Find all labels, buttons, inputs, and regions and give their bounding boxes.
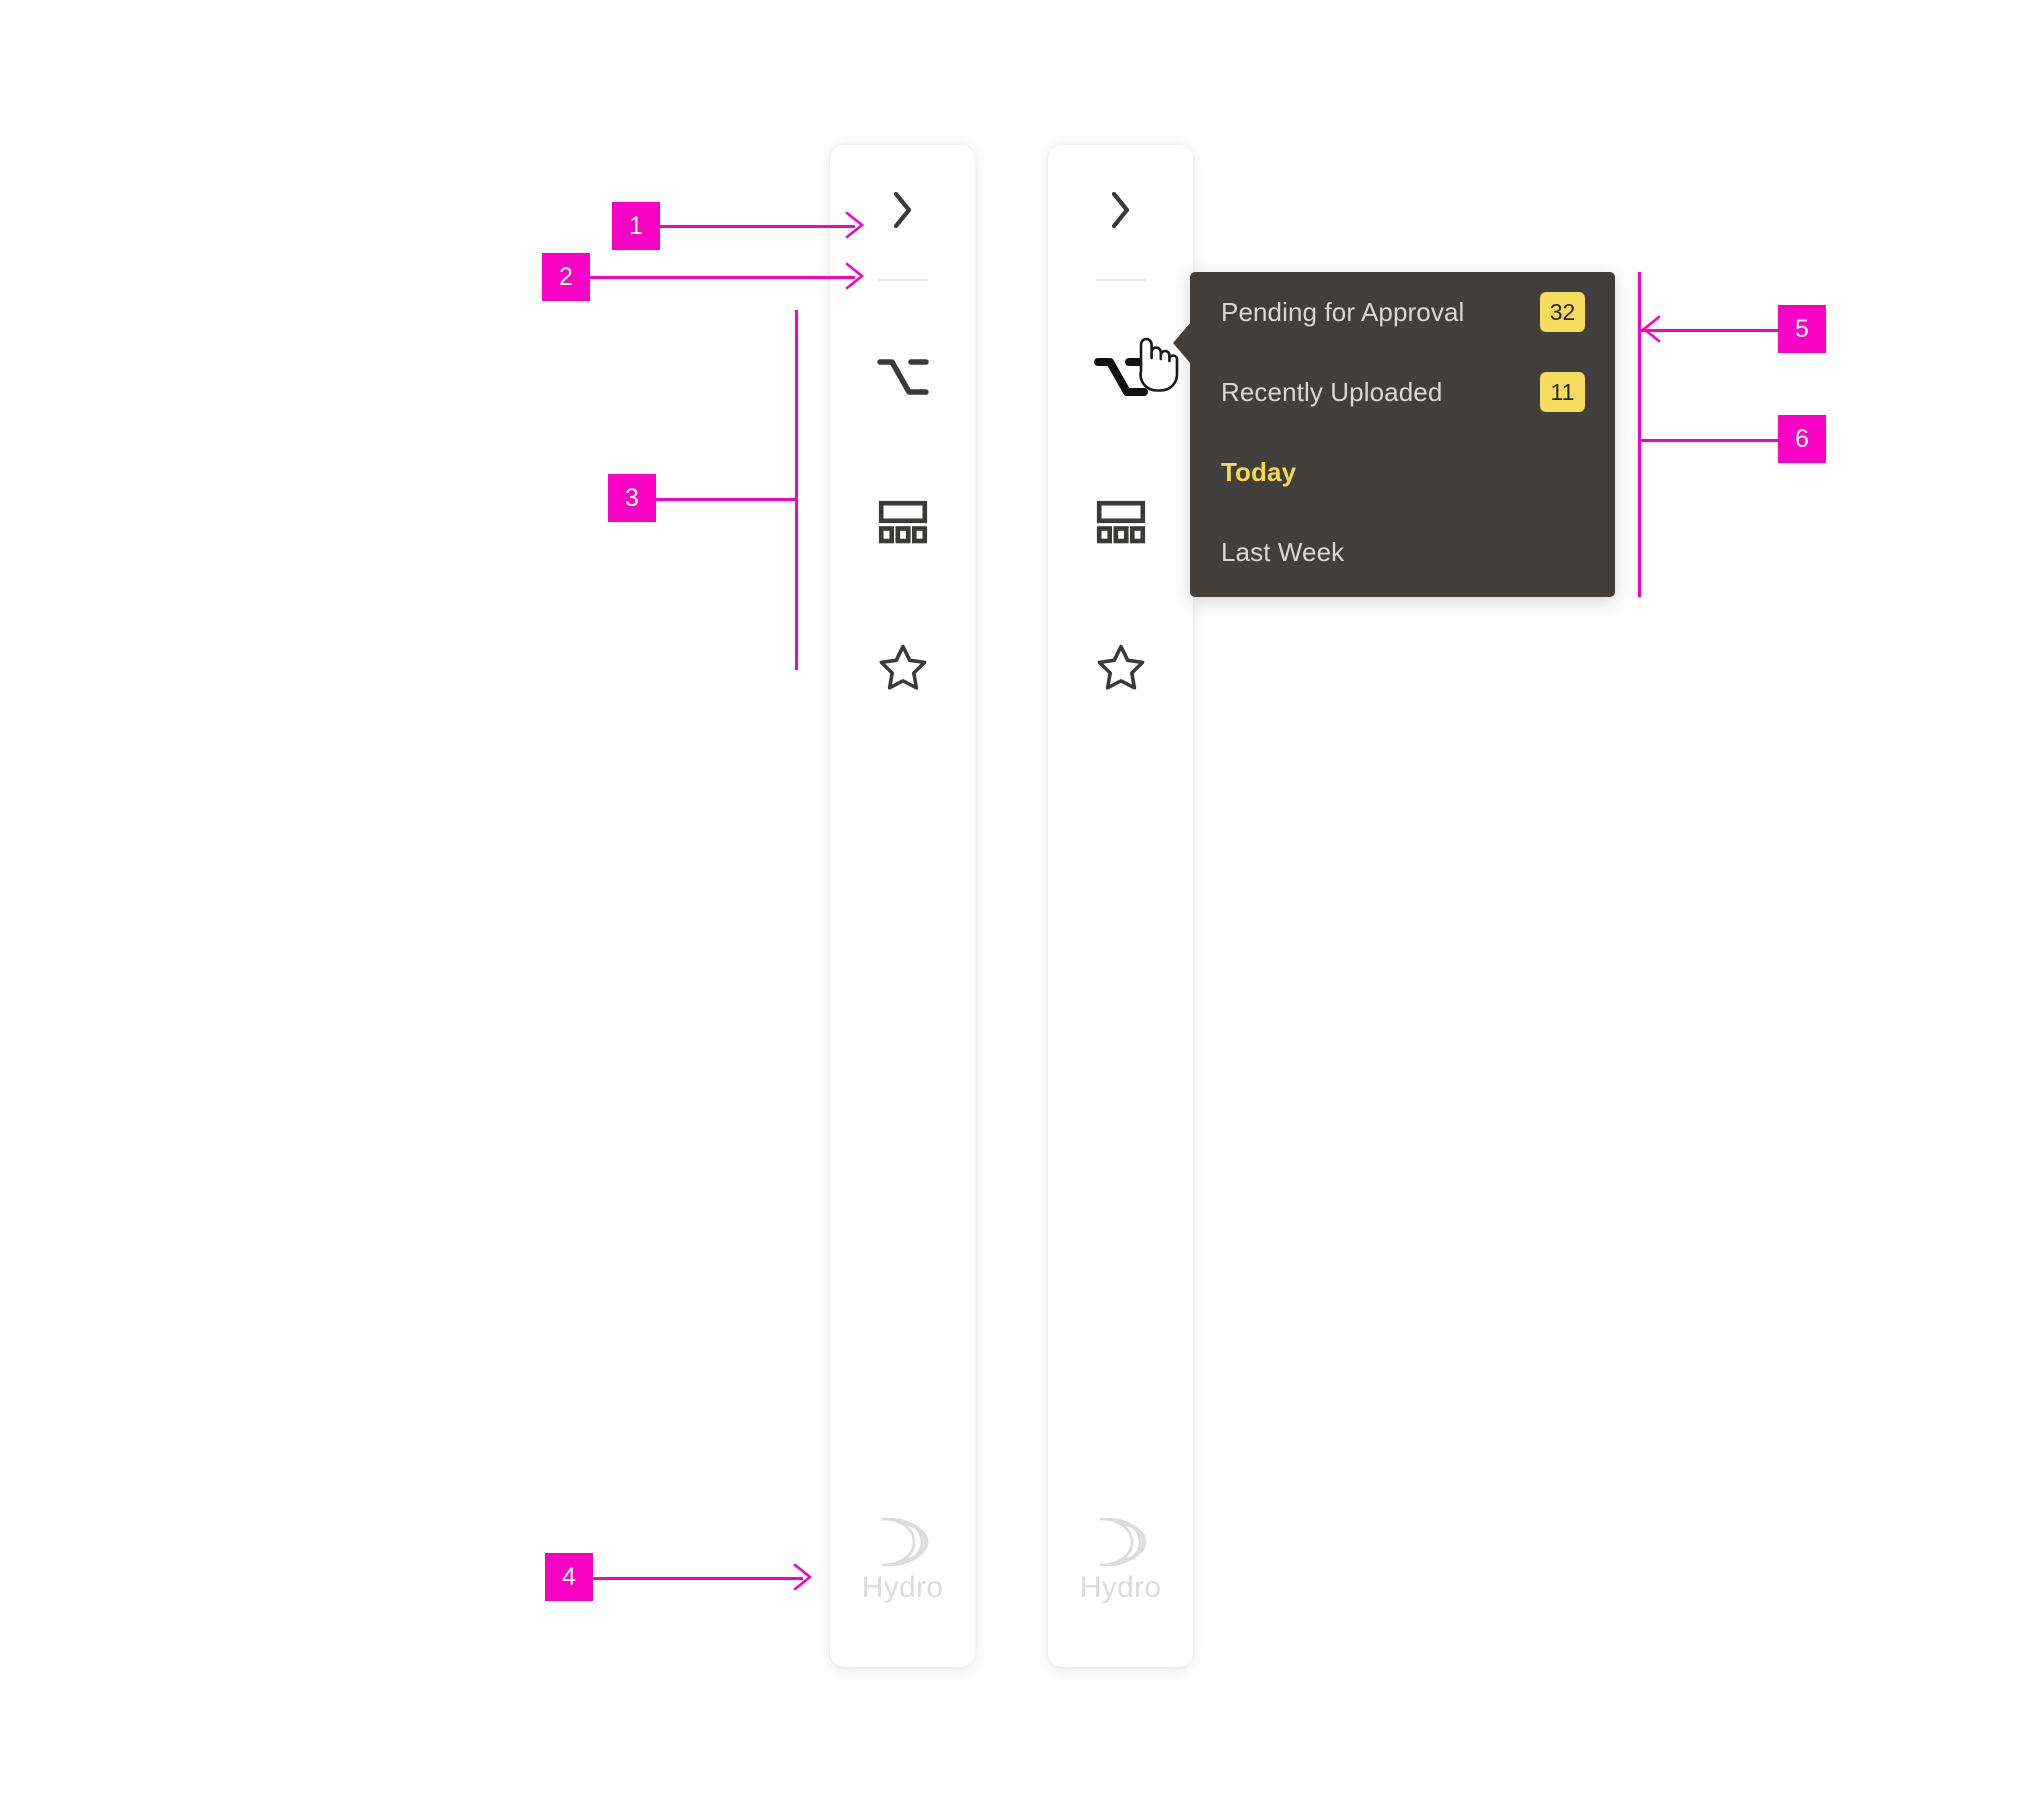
annotation-leader-line-5	[1640, 329, 1778, 332]
flyout-item-last-week[interactable]: Last Week	[1190, 526, 1615, 578]
annotation-marker-5: 5	[1778, 305, 1826, 353]
flyout-item-badge: 32	[1540, 292, 1585, 332]
flyout-item-pending-for-approval[interactable]: Pending for Approval 32	[1190, 286, 1615, 338]
annotation-arrowhead-1	[845, 211, 865, 239]
sidebar-logo-active: Hydro	[1048, 1516, 1193, 1605]
flyout-pointer-notch	[1173, 322, 1191, 364]
annotation-marker-label: 6	[1795, 424, 1809, 453]
flyout-item-badge: 11	[1540, 372, 1585, 412]
annotation-marker-label: 4	[562, 1562, 576, 1591]
annotation-marker-label: 2	[559, 262, 573, 291]
annotation-marker-label: 5	[1795, 314, 1809, 343]
annotation-leader-line-6	[1640, 439, 1778, 442]
annotation-marker-2: 2	[542, 253, 590, 301]
hydro-wave-icon	[1099, 1517, 1146, 1567]
flyout-item-label: Last Week	[1221, 536, 1345, 567]
star-outline-icon	[879, 644, 926, 690]
chevron-right-icon	[1111, 191, 1129, 229]
sidebar-divider	[878, 279, 928, 281]
annotation-leader-line-2	[590, 276, 855, 279]
annotation-leader-line-3	[656, 498, 796, 501]
sidebar-item-favorites-active[interactable]	[1048, 620, 1193, 712]
sidebar-logo-text: Hydro	[861, 1571, 944, 1604]
sidebar-with-flyout: Hydro	[1048, 145, 1193, 1667]
flyout-item-label: Recently Uploaded	[1221, 376, 1443, 407]
sidebar-divider-active	[1096, 279, 1146, 281]
dashboard-icon	[1096, 500, 1145, 544]
flyout-item-label: Today	[1221, 456, 1297, 487]
annotation-marker-label: 3	[625, 483, 639, 512]
annotation-marker-4: 4	[545, 1553, 593, 1601]
hydro-wave-icon	[881, 1517, 928, 1567]
annotation-bracket-6	[1638, 272, 1641, 597]
annotation-arrowhead-4	[793, 1563, 813, 1591]
sidebar-item-dashboard[interactable]	[830, 476, 975, 568]
sidebar-collapsed: Hydro	[830, 145, 975, 1667]
sidebar-collapse-toggle-button-active[interactable]	[1048, 173, 1193, 247]
option-key-icon	[1093, 358, 1148, 396]
sidebar-logo-text: Hydro	[1079, 1571, 1162, 1604]
sidebar-item-favorites[interactable]	[830, 620, 975, 712]
flyout-item-recently-uploaded[interactable]: Recently Uploaded 11	[1190, 366, 1615, 418]
star-outline-icon	[1097, 644, 1144, 690]
sidebar-collapse-toggle-button[interactable]	[830, 173, 975, 247]
annotation-marker-6: 6	[1778, 415, 1826, 463]
sidebar-item-option[interactable]	[830, 331, 975, 423]
sidebar-item-dashboard-active[interactable]	[1048, 476, 1193, 568]
chevron-right-icon	[893, 191, 911, 229]
annotation-arrowhead-5	[1641, 315, 1661, 343]
annotation-marker-1: 1	[612, 202, 660, 250]
annotation-leader-line-1	[660, 225, 855, 228]
dashboard-icon	[878, 500, 927, 544]
annotation-arrowhead-2	[845, 262, 865, 290]
annotation-bracket-3	[795, 310, 798, 670]
flyout-item-label: Pending for Approval	[1221, 296, 1465, 327]
flyout-item-today[interactable]: Today	[1190, 446, 1615, 498]
option-key-icon	[876, 359, 929, 395]
annotation-marker-3: 3	[608, 474, 656, 522]
sidebar-logo-collapsed: Hydro	[830, 1516, 975, 1605]
sidebar-item-option-active[interactable]	[1048, 331, 1193, 423]
annotation-leader-line-4	[593, 1577, 803, 1580]
annotation-marker-label: 1	[629, 211, 643, 240]
flyout-menu: Pending for Approval 32 Recently Uploade…	[1173, 272, 1615, 597]
